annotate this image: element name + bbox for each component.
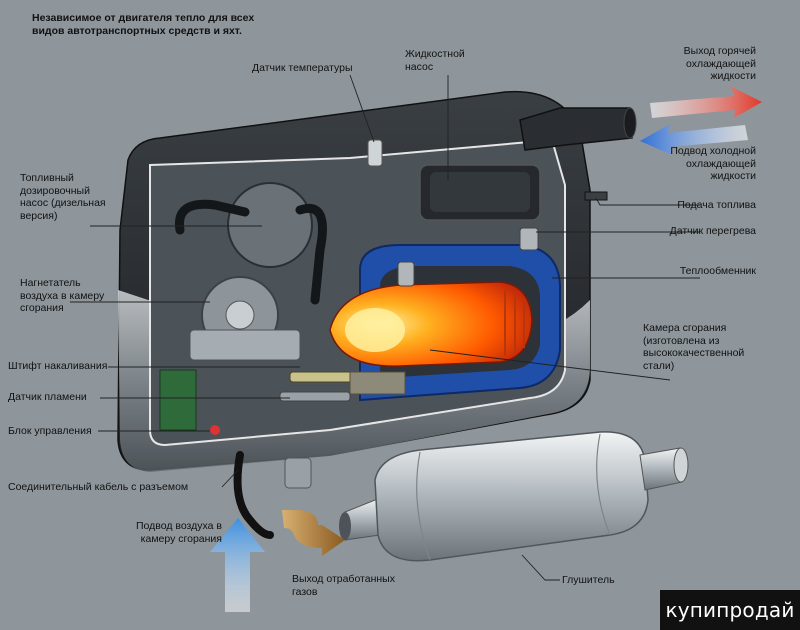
label-temperature-sensor: Датчик температуры: [252, 62, 353, 74]
label-chamber-1: Камера сгорания: [643, 322, 727, 334]
watermark-badge: купипродай: [660, 590, 800, 630]
label-overheat-sensor: Датчик перегрева: [669, 225, 756, 237]
glow-mesh: [349, 371, 406, 395]
label-air-in-2: камеру сгорания: [140, 532, 222, 545]
leader-lines: [70, 74, 700, 581]
heater-unit: [117, 90, 637, 539]
label-blower-2: воздуха в камеру: [20, 289, 105, 302]
label-hot-coolant-out: Выход горячей охлаждающей жидкости: [684, 45, 756, 83]
label-blower-1: Нагнетатель: [20, 277, 81, 289]
overheat-sensor-part: [519, 227, 539, 251]
exhaust-out-arrow: [282, 510, 345, 556]
label-blower-3: сгорания: [20, 302, 64, 314]
label-fuel-supply: Подача топлива: [677, 199, 756, 211]
flame-core: [345, 308, 405, 352]
temp-sensor-part: [367, 139, 383, 167]
fuel-supply-nipple: [584, 191, 608, 201]
header-text: Независимое от двигателя тепло для всех …: [32, 12, 292, 38]
connection-cable: [233, 451, 274, 539]
label-cold-in-2: охлаждающей: [685, 157, 756, 170]
label-exhaust-out: Выход отработанных газов: [292, 573, 395, 598]
label-fuel-pump-2: дозировочный: [20, 184, 90, 197]
label-hot-out-1: Выход горячей: [683, 45, 756, 57]
label-air-in-1: Подвод воздуха в: [135, 520, 222, 532]
label-air-blower: Нагнетатель воздуха в камеру сгорания: [20, 277, 104, 315]
fuel-pump-body: [227, 182, 313, 268]
muffler-silencer: [339, 431, 689, 562]
chamber-ribs: [504, 290, 525, 356]
label-exhaust-2: газов: [292, 585, 318, 598]
label-hot-out-2: охлаждающей: [685, 57, 756, 70]
label-fuel-metering-pump: Топливный дозировочный насос (дизельная …: [20, 172, 106, 222]
label-muffler: Глушитель: [562, 574, 615, 586]
exhaust-stub: [284, 457, 312, 489]
label-heat-exchanger: Теплообменник: [679, 265, 756, 277]
label-chamber-2: (изготовлена из: [643, 334, 720, 347]
label-fuel-pump-3: насос (дизельная: [20, 197, 106, 209]
flame-sensor: [279, 391, 351, 402]
label-fuel-pump-1: Топливный: [20, 172, 74, 184]
coolant-outlet-pipe: [519, 107, 633, 151]
hot-coolant-out-arrow: [650, 86, 762, 118]
label-combustion-chamber: Камера сгорания (изготовлена из высокока…: [643, 322, 744, 372]
air-intake-arrow: [210, 518, 265, 612]
fuel-hose: [174, 199, 327, 305]
label-cold-coolant-in: Подвод холодной охлаждающей жидкости: [670, 145, 756, 183]
label-chamber-4: стали): [643, 359, 675, 372]
label-chamber-3: высококачественной: [643, 347, 745, 359]
label-liquid-pump-1: Жидкостной: [405, 48, 465, 60]
header-line-2: видов автотранспортных средств и яхт.: [32, 25, 242, 37]
cold-coolant-in-arrow: [640, 124, 748, 155]
label-control-unit: Блок управления: [8, 425, 92, 437]
header-line-1: Независимое от двигателя тепло для всех: [32, 12, 255, 24]
label-glow-pin: Штифт накаливания: [8, 360, 108, 372]
label-flame-sensor: Датчик пламени: [8, 391, 87, 403]
label-liquid-pump: Жидкостной насос: [405, 48, 465, 73]
label-fuel-pump-4: версия): [20, 209, 58, 222]
label-liquid-pump-2: насос: [405, 60, 434, 73]
label-air-intake: Подвод воздуха в камеру сгорания: [136, 520, 222, 545]
control-unit-board: [159, 369, 197, 431]
label-cold-in-3: жидкости: [710, 170, 757, 182]
muffler-body: [374, 431, 649, 562]
label-hot-out-3: жидкости: [710, 70, 757, 82]
label-cold-in-1: Подвод холодной: [670, 145, 756, 157]
label-exhaust-1: Выход отработанных: [292, 573, 395, 585]
label-connection-cable: Соединительный кабель с разъемом: [8, 481, 189, 493]
